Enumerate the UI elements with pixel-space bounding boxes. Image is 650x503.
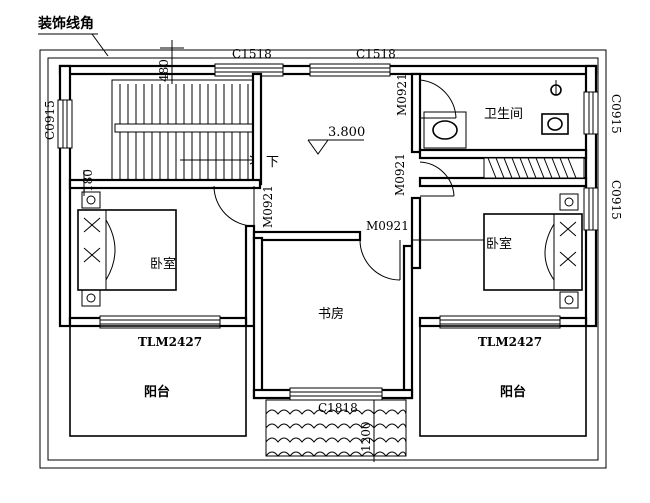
dim-label-bottom: 1200 — [359, 421, 373, 452]
bedroom-left-right-wall — [244, 224, 256, 328]
left-wall — [58, 64, 72, 328]
wardrobe-wall — [418, 176, 588, 188]
bedroom-right-left-wall — [410, 196, 422, 270]
study-left-wall — [252, 236, 264, 400]
staircase — [111, 79, 261, 181]
washbasin-icon — [432, 120, 458, 140]
window-label-top-left: C1518 — [232, 47, 272, 61]
window-top-right — [309, 63, 391, 77]
stair-bottom-wall — [68, 178, 262, 190]
room-label-study: 书房 — [318, 306, 344, 322]
callout-label: 装饰线角 — [37, 15, 94, 32]
roof-tiles — [265, 399, 407, 457]
window-left — [57, 99, 73, 149]
room-label-balcony-right: 阳台 — [500, 384, 526, 400]
level-label: 3.800 — [328, 125, 365, 140]
inner-trim-line — [47, 57, 599, 461]
window-top-left — [214, 63, 284, 77]
stair-handrail — [114, 123, 261, 133]
window-bottom — [289, 387, 383, 401]
bed-right-icon — [412, 193, 583, 309]
window-label-top-right: C1518 — [356, 47, 396, 61]
door-swing-bed-left — [213, 185, 255, 227]
balcony-door-label-right: TLM2427 — [478, 335, 542, 349]
balcony-left-outline — [69, 325, 247, 437]
window-label-right-lower: C0915 — [609, 180, 623, 220]
window-label-bottom: C1818 — [318, 401, 358, 415]
level-marker — [307, 139, 364, 155]
room-label-bedroom-left: 卧室 — [150, 256, 176, 272]
toilet-icon — [541, 113, 569, 135]
stair-right-wall — [251, 72, 263, 186]
door-swing-study — [359, 239, 401, 281]
dim-label-stair: 180 — [81, 169, 95, 192]
bed-left-icon — [77, 191, 177, 307]
outer-trim-line — [39, 49, 607, 469]
room-label-balcony-left: 阳台 — [144, 384, 170, 400]
balcony-door-right — [439, 315, 561, 329]
window-right-upper — [583, 91, 599, 135]
washbasin-counter — [423, 111, 467, 149]
room-label-bathroom: 卫生间 — [484, 107, 523, 122]
door-label-study: M0921 — [366, 219, 409, 233]
balcony-right-outline — [419, 325, 587, 437]
stair-down-label: 下 — [266, 155, 279, 170]
dim-label-top: 480 — [157, 59, 171, 82]
window-right-lower — [583, 187, 599, 231]
study-top-wall — [252, 230, 362, 242]
study-right-wall — [402, 244, 414, 400]
room-label-bedroom-right: 卧室 — [486, 236, 512, 252]
door-swing-hall — [419, 161, 455, 197]
window-label-right-upper: C0915 — [609, 94, 623, 134]
bath-left-wall — [410, 72, 422, 154]
door-label-hall: M0921 — [393, 153, 407, 196]
wardrobe-hatch — [483, 157, 585, 179]
window-label-left: C0915 — [43, 100, 57, 140]
bath-bottom-wall — [418, 148, 588, 160]
balcony-door-label-left: TLM2427 — [138, 335, 202, 349]
door-label-bed-left: M0921 — [261, 185, 275, 228]
door-label-bath: M0921 — [395, 73, 409, 116]
balcony-door-left — [99, 315, 221, 329]
callout-leader — [91, 33, 109, 57]
